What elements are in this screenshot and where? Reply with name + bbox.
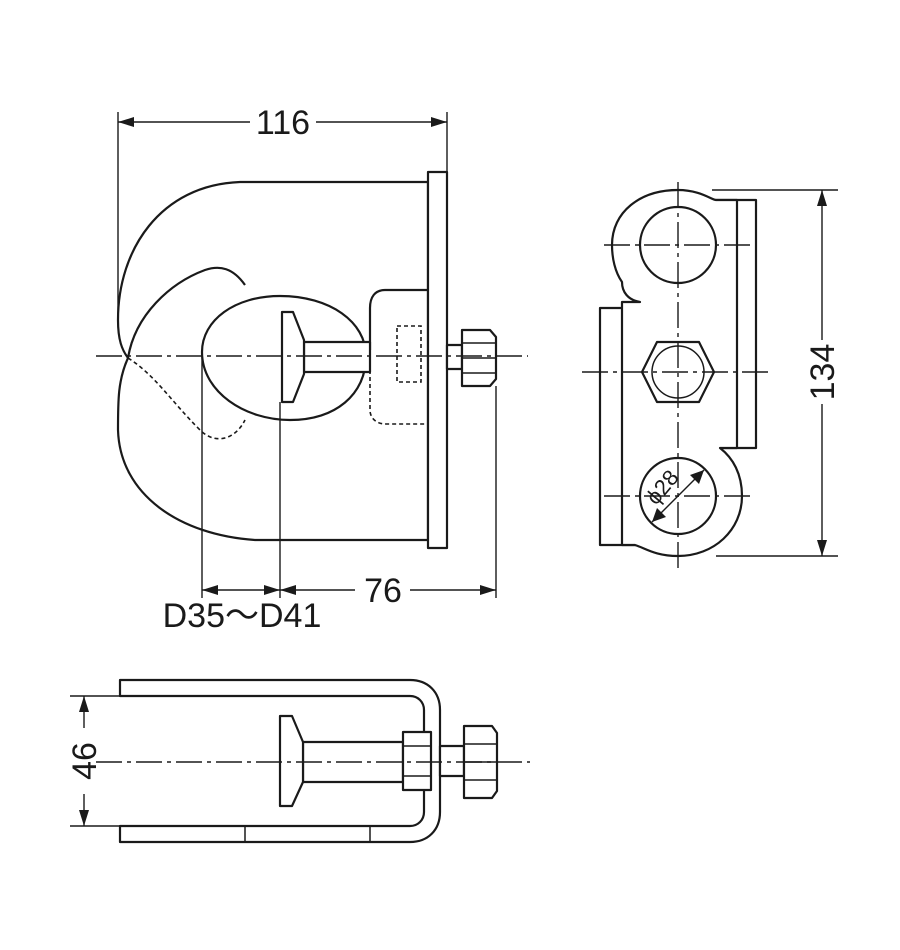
dim-height-label: 134: [804, 344, 842, 401]
bottom-view: [96, 678, 530, 844]
bottom-bolt-shank: [438, 744, 466, 778]
hook-inner-curve: [126, 266, 246, 359]
hidden-jaw-lower: [369, 356, 428, 425]
dim-height: 134: [712, 189, 842, 557]
front-view: [96, 170, 528, 550]
jaw-step: [368, 288, 428, 350]
dim-bolt-reach-label: 76: [364, 572, 402, 610]
dim-pipe-range: D35～D41: [163, 356, 322, 635]
dim-pipe-range-label: D35～D41: [163, 597, 322, 635]
bolt-washer: [445, 343, 464, 371]
bolt-shaft: [302, 340, 372, 374]
bottom-bolt-head: [278, 714, 305, 808]
hidden-jaw: [127, 357, 246, 440]
dim-depth-label: 46: [66, 742, 104, 780]
hidden-nut: [396, 325, 422, 383]
bottom-inner-nut: [401, 730, 433, 792]
dim-bolt-reach: 76: [280, 386, 497, 610]
mounting-plate: [426, 170, 449, 550]
side-view: ϕ28: [582, 182, 772, 572]
bolt-head: [280, 310, 306, 404]
dim-width: 116: [117, 104, 448, 320]
dim-width-label: 116: [256, 104, 310, 142]
dim-depth: 46: [66, 695, 120, 827]
